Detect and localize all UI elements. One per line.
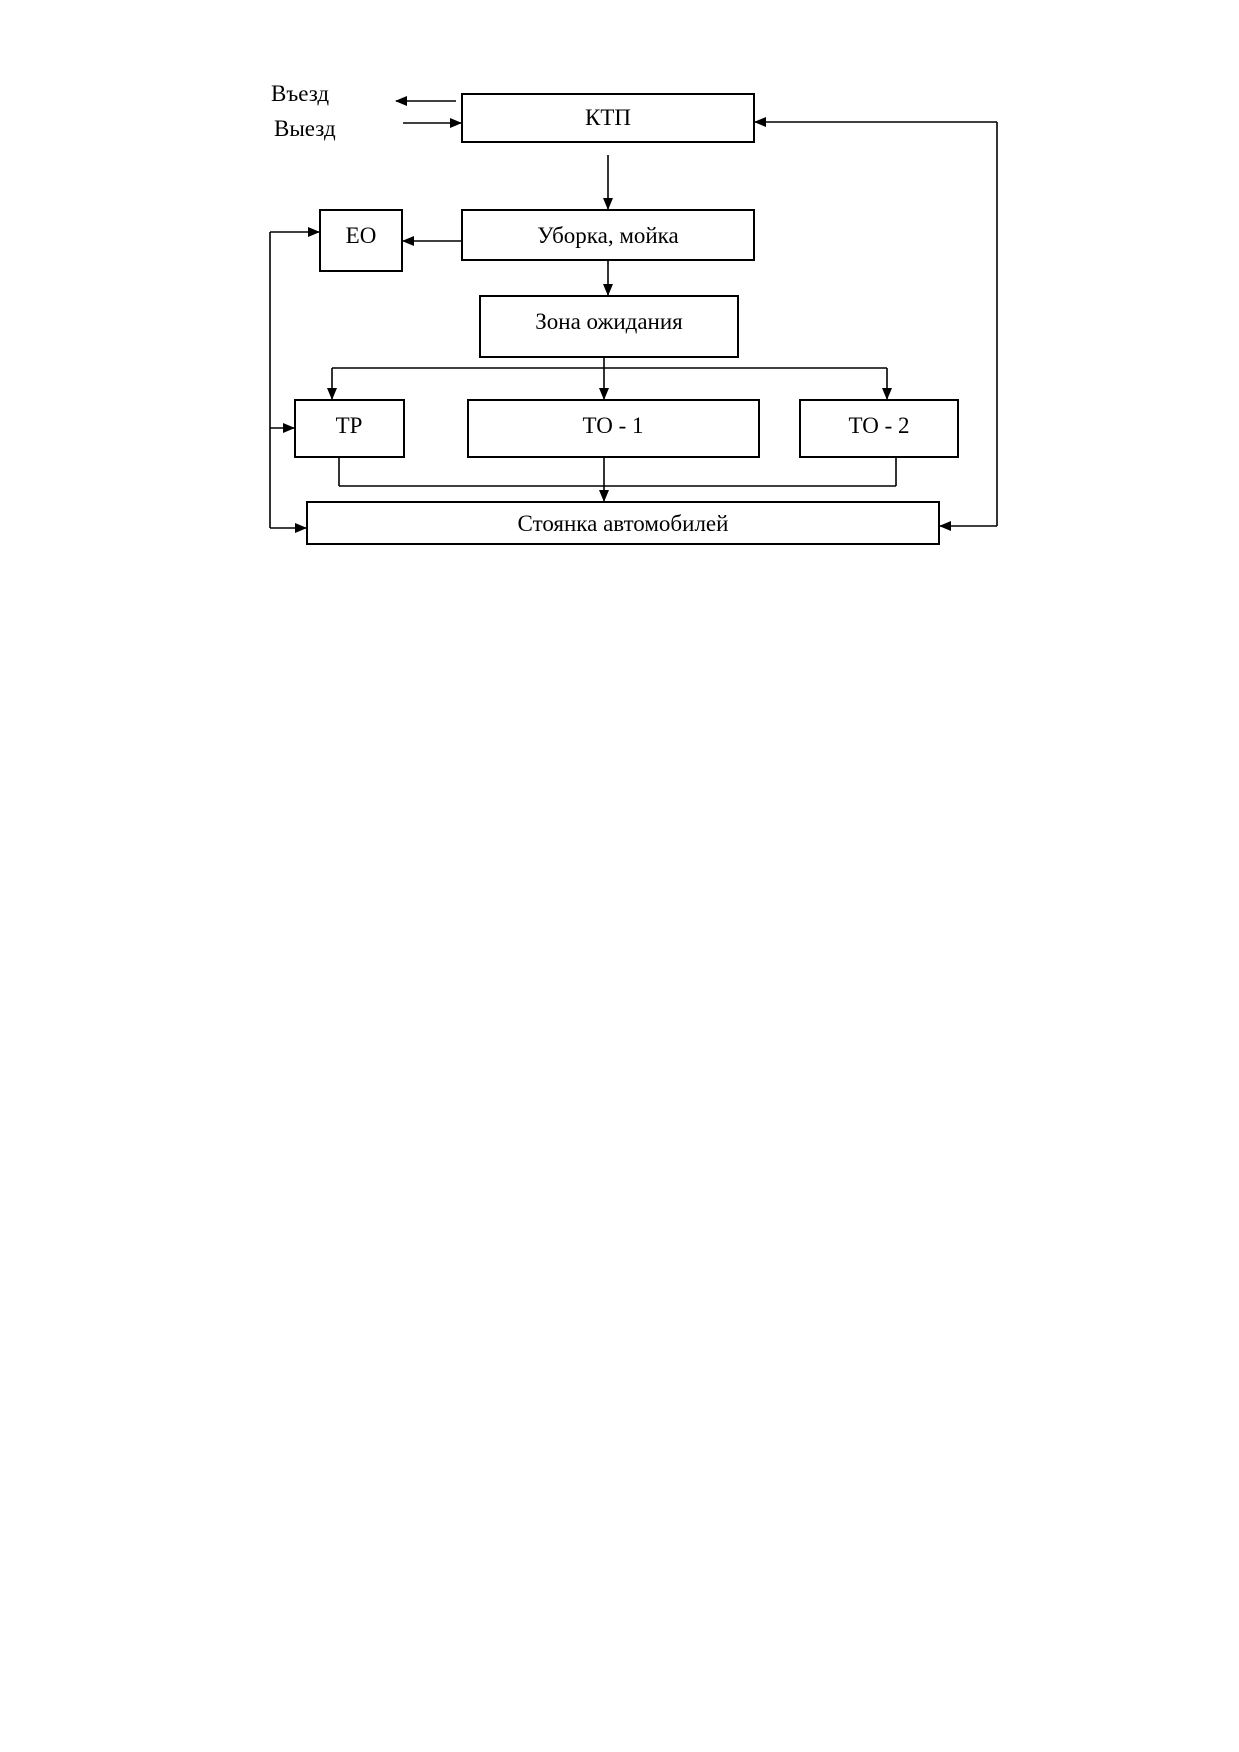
parking-label: Стоянка автомобилей (518, 511, 729, 536)
entry-label: Въезд (271, 81, 329, 106)
waiting-zone-box (479, 295, 739, 358)
parking-box (306, 501, 940, 545)
tr-box (294, 399, 405, 458)
cleaning-label: Уборка, мойка (537, 223, 678, 248)
to1-label: ТО - 1 (582, 413, 643, 438)
to2-label: ТО - 2 (848, 413, 909, 438)
tr-label: ТР (336, 413, 363, 438)
waiting-zone-label: Зона ожидания (535, 309, 683, 334)
eo-box (319, 209, 403, 272)
ktp-label: КТП (585, 105, 631, 130)
to1-box (467, 399, 760, 458)
cleaning-box (461, 209, 755, 261)
exit-label: Выезд (274, 116, 336, 141)
eo-label: ЕО (346, 223, 377, 248)
to2-box (799, 399, 959, 458)
